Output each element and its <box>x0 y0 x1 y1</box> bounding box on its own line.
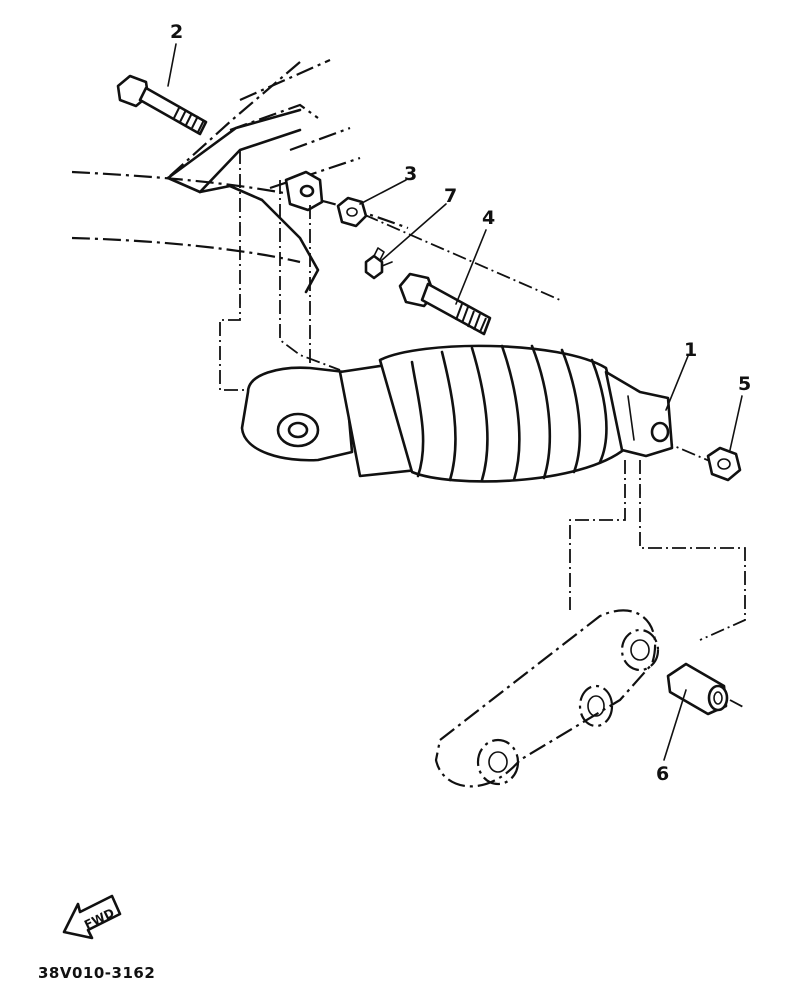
callout-6: 6 <box>656 763 669 785</box>
frame-bracket <box>284 170 324 212</box>
part-3-nut <box>336 196 368 228</box>
callout-2: 2 <box>170 21 183 43</box>
callout-3: 3 <box>404 163 417 185</box>
part-1-rear-shock-absorber <box>240 344 674 483</box>
part-7-grease-fitting <box>364 247 393 280</box>
callout-4: 4 <box>482 207 495 229</box>
fwd-arrow-icon <box>62 894 122 940</box>
part-5-nut <box>706 446 742 482</box>
callout-5: 5 <box>738 373 751 395</box>
drawing-code: 38V010-3162 <box>38 964 155 982</box>
relay-arm-phantom <box>434 609 660 788</box>
part-6-collar <box>666 662 729 716</box>
part-2-bolt <box>116 74 208 136</box>
callout-7: 7 <box>444 185 457 207</box>
callout-1: 1 <box>684 339 697 361</box>
fwd-direction-badge: FWD <box>62 894 122 940</box>
part-4-mounting-bolt <box>398 272 492 336</box>
leader-lines <box>167 43 743 761</box>
